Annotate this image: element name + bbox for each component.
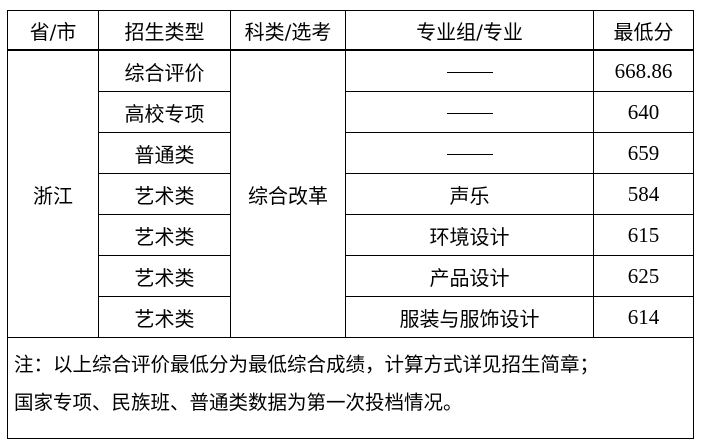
header-admission-type: 招生类型 <box>98 10 231 51</box>
major-cell: 服装与服饰设计 <box>345 296 594 338</box>
min-score-cell: 668.86 <box>593 49 694 92</box>
admission-type-cell: 普通类 <box>98 132 231 174</box>
province-cell: 浙江 <box>7 49 99 338</box>
admission-score-table: 省/市 招生类型 科类/选考 专业组/专业 最低分 浙江 综合评价 综合改革 6… <box>7 10 694 439</box>
table-row: 普通类 659 <box>8 132 694 174</box>
major-cell: 环境设计 <box>345 214 594 256</box>
footnote-line-2: 国家专项、民族班、普通类数据为第一次投档情况。 <box>14 391 463 414</box>
admission-type-cell: 艺术类 <box>98 214 231 256</box>
table-row: 艺术类 环境设计 615 <box>8 214 694 256</box>
table-row: 艺术类 服装与服饰设计 614 <box>8 296 694 338</box>
major-cell <box>345 91 594 133</box>
major-cell: 产品设计 <box>345 255 594 297</box>
note-row: 注：以上综合评价最低分为最低综合成绩，计算方式详见招生简章； 国家专项、民族班、… <box>7 337 694 439</box>
min-score-cell: 625 <box>593 255 694 297</box>
major-cell <box>345 49 594 92</box>
footnote-cell: 注：以上综合评价最低分为最低综合成绩，计算方式详见招生简章； 国家专项、民族班、… <box>7 337 694 439</box>
min-score-cell: 659 <box>593 132 694 174</box>
admission-type-cell: 艺术类 <box>98 296 231 338</box>
min-score-cell: 640 <box>593 91 694 133</box>
table-row: 艺术类 声乐 584 <box>8 173 694 215</box>
min-score-cell: 584 <box>593 173 694 215</box>
subject-category-cell: 综合改革 <box>230 49 346 338</box>
dash-placeholder <box>446 154 493 155</box>
admission-type-cell: 高校专项 <box>98 91 231 133</box>
admission-type-cell: 艺术类 <box>98 173 231 215</box>
dash-placeholder <box>446 72 493 73</box>
admission-type-cell: 综合评价 <box>98 49 231 92</box>
header-major-group: 专业组/专业 <box>345 10 594 51</box>
footnote-line-1: 注：以上综合评价最低分为最低综合成绩，计算方式详见招生简章； <box>14 353 600 376</box>
min-score-cell: 615 <box>593 214 694 256</box>
min-score-cell: 614 <box>593 296 694 338</box>
table-row: 高校专项 640 <box>8 91 694 133</box>
admission-type-cell: 艺术类 <box>98 255 231 297</box>
table-row: 艺术类 产品设计 625 <box>8 255 694 297</box>
dash-placeholder <box>446 113 493 114</box>
header-subject-category: 科类/选考 <box>230 10 346 51</box>
table-row: 浙江 综合评价 综合改革 668.86 <box>7 49 694 338</box>
major-cell: 声乐 <box>345 173 594 215</box>
table-header-row: 省/市 招生类型 科类/选考 专业组/专业 最低分 <box>7 10 694 51</box>
admission-score-document: 省/市 招生类型 科类/选考 专业组/专业 最低分 浙江 综合评价 综合改革 6… <box>7 10 694 439</box>
header-province: 省/市 <box>7 10 99 51</box>
header-min-score: 最低分 <box>593 10 694 51</box>
major-cell <box>345 132 594 174</box>
